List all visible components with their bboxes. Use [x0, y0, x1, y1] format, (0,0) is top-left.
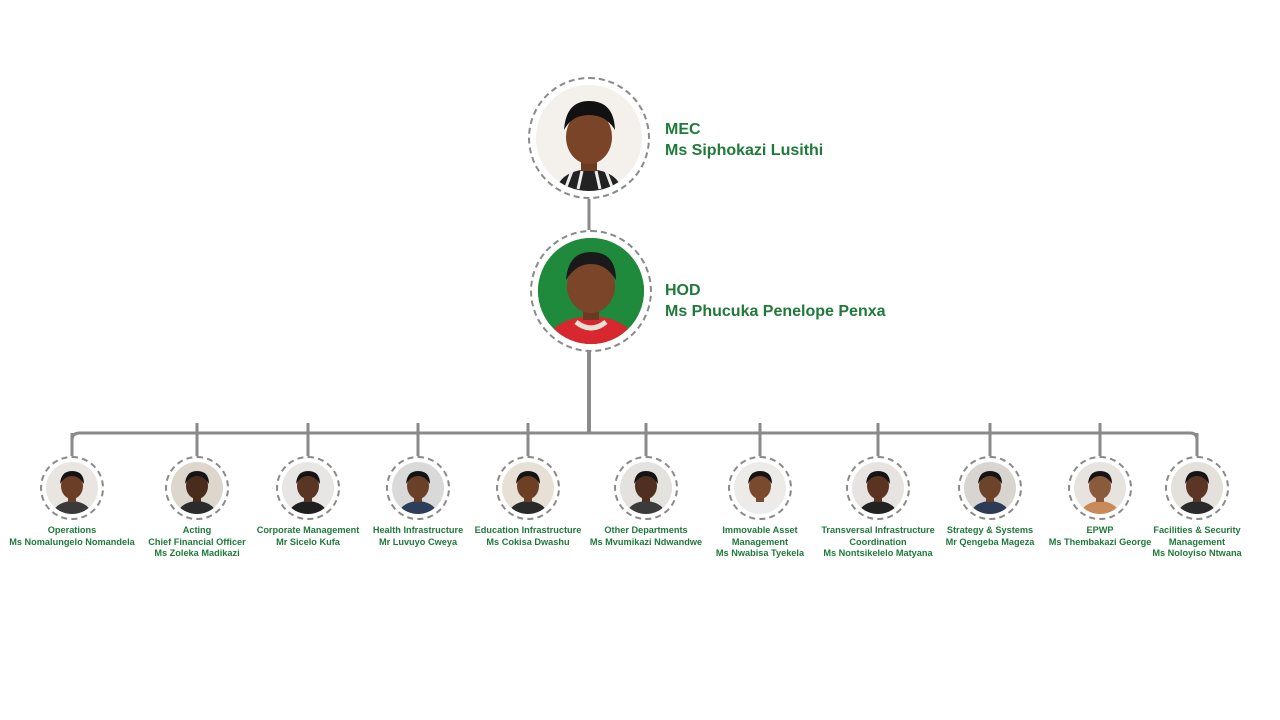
unit-portrait — [1165, 456, 1229, 520]
unit-caption-line: Immovable Asset — [722, 525, 798, 535]
unit-caption-line: Operations — [47, 525, 97, 535]
mec-portrait — [528, 77, 650, 199]
hod-role: HOD — [665, 282, 701, 299]
mec-role: MEC — [665, 121, 701, 138]
unit-caption-line: Acting — [182, 525, 212, 535]
unit-caption-line: Coordination — [849, 536, 907, 547]
unit-caption-line: Education Infrastructure — [474, 525, 582, 535]
unit-caption-line: EPWP — [1086, 525, 1114, 535]
unit-bus-connector — [70, 431, 1199, 455]
unit-caption-line: Other Departments — [604, 525, 688, 535]
unit-portrait — [846, 456, 910, 520]
unit-caption-line: Facilities & Security — [1153, 525, 1241, 535]
unit-caption-line: Corporate Management — [256, 525, 360, 535]
hod-label: HOD Ms Phucuka Penelope Penxa — [665, 280, 886, 322]
unit-portrait — [614, 456, 678, 520]
unit-portrait — [276, 456, 340, 520]
unit-caption-line: Ms Nontsikelelo Matyana — [823, 548, 933, 558]
unit-caption-line: Ms Zoleka Madikazi — [154, 548, 240, 558]
unit-portrait — [496, 456, 560, 520]
unit-caption-line: Ms Noloyiso Ntwana — [1152, 548, 1242, 558]
unit-caption-line: Mr Luvuyo Cweya — [378, 536, 458, 547]
unit-drop-connectors — [70, 423, 1199, 456]
unit-caption-line: Ms Mvumikazi Ndwandwe — [589, 536, 703, 547]
unit-portrait — [728, 456, 792, 520]
unit-caption-line: Mr Sicelo Kufa — [276, 536, 340, 547]
unit-caption-line: Chief Financial Officer — [148, 536, 246, 547]
unit-caption-line: Health Infrastructure — [372, 525, 464, 535]
unit-caption-line: Ms Nomalungelo Nomandela — [9, 536, 135, 547]
unit-caption-line: Ms Cokisa Dwashu — [486, 536, 570, 547]
unit-caption-line: Strategy & Systems — [946, 525, 1034, 535]
unit-caption-line: Management — [1168, 536, 1226, 547]
unit-portrait — [165, 456, 229, 520]
hod-name: Ms Phucuka Penelope Penxa — [665, 303, 886, 320]
unit-caption-line: Management — [731, 536, 789, 547]
unit-caption-line: Ms Nwabisa Tyekela — [715, 548, 805, 558]
unit-caption-line: Mr Qengeba Mageza — [945, 536, 1035, 547]
mec-label: MEC Ms Siphokazi Lusithi — [665, 119, 823, 161]
unit-caption-line: Ms Thembakazi George — [1048, 536, 1152, 547]
unit-caption-line: Transversal Infrastructure — [821, 525, 935, 535]
unit-portrait — [958, 456, 1022, 520]
mec-name: Ms Siphokazi Lusithi — [665, 142, 824, 159]
hod-portrait — [530, 230, 652, 352]
unit-portrait — [386, 456, 450, 520]
unit-portrait — [40, 456, 104, 520]
unit-portrait — [1068, 456, 1132, 520]
